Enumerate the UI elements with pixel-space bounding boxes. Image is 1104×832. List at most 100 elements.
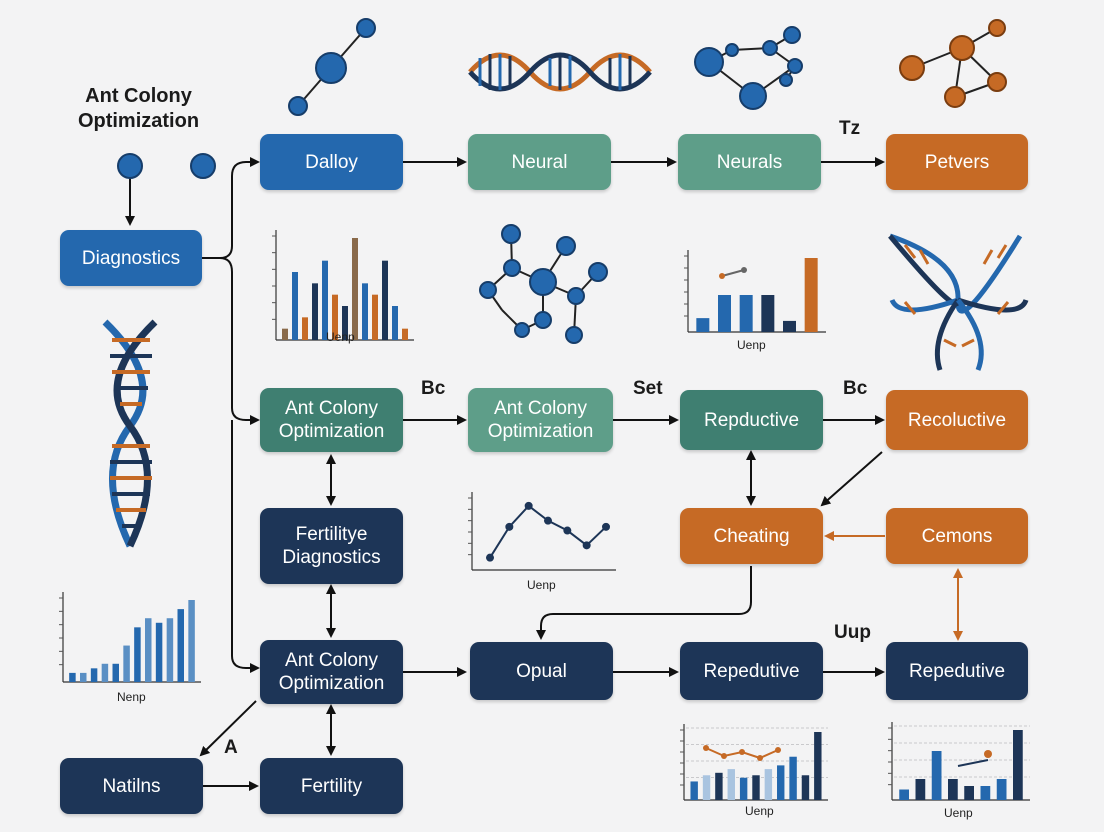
chart0-bar — [352, 238, 358, 340]
chart-upper-left-caption: Uenp — [326, 330, 355, 344]
chart0-bar — [312, 283, 318, 340]
aco-mid-center-node[interactable]: Ant Colony Optimization — [468, 388, 613, 452]
chart1-bar — [783, 320, 796, 332]
chart4-bar — [739, 777, 748, 800]
chart4-bar — [690, 781, 698, 800]
edge-label-bc-right: Bc — [843, 378, 868, 399]
chart4-bar — [752, 775, 760, 800]
chart1-bar — [739, 295, 753, 332]
chart-bottom-right — [888, 722, 1030, 801]
chart5-bar — [980, 786, 991, 800]
chart5-bar — [931, 751, 942, 800]
chart4-bar — [789, 756, 797, 800]
chart4-bar — [702, 775, 711, 800]
chart-middle-line — [468, 492, 616, 571]
recoluctive-node[interactable]: Recoluctive — [886, 390, 1028, 450]
chart4-overlay-point — [757, 755, 763, 761]
chart2-point — [602, 522, 610, 531]
chart0-bar — [282, 328, 288, 340]
chart0-bar — [392, 306, 398, 340]
chart0-bar — [302, 317, 308, 340]
chart3-bar — [166, 618, 174, 682]
chart2-point — [582, 541, 591, 550]
chart3-bar — [155, 622, 163, 682]
chart-lower-left-caption: Nenp — [117, 690, 146, 704]
petvers-node[interactable]: Petvers — [886, 134, 1028, 190]
chart3-bar — [80, 672, 87, 682]
chart5-overlay-line — [957, 759, 989, 767]
chart0-bar — [332, 294, 338, 340]
chart0-bar — [362, 283, 368, 340]
chart4-bar — [814, 732, 822, 800]
neurals-node[interactable]: Neurals — [678, 134, 821, 190]
chart3-bar — [177, 609, 184, 682]
fertility-node[interactable]: Fertility — [260, 758, 403, 814]
chart1-bar — [761, 295, 775, 332]
chart1-overlay-line — [721, 269, 745, 277]
chart2-point — [486, 553, 494, 562]
natilns-node[interactable]: Natilns — [60, 758, 203, 814]
aco-low-node[interactable]: Ant Colony Optimization — [260, 640, 403, 704]
chart2-point — [563, 526, 572, 535]
chart-bottom-center — [680, 724, 828, 801]
chart1-bar — [804, 258, 818, 332]
chart2-point — [505, 522, 514, 531]
chart5-bar — [964, 786, 974, 800]
chart3-bar — [112, 663, 119, 682]
molecule-cluster-icon — [694, 26, 803, 110]
chart3-bar — [69, 672, 76, 682]
chart5-bar — [996, 779, 1007, 800]
chart0-bar — [382, 260, 388, 340]
opual-node[interactable]: Opual — [470, 642, 613, 700]
edge-label-uup: Uup — [834, 622, 871, 643]
chart0-bar — [292, 272, 298, 340]
chart3-bar — [145, 618, 152, 682]
chart3-bar — [134, 627, 141, 682]
repedutive-right-node[interactable]: Repedutive — [886, 642, 1028, 700]
molecule-icon — [288, 18, 376, 116]
chart1-bar — [718, 295, 731, 332]
aco-mid-left-node[interactable]: Ant Colony Optimization — [260, 388, 403, 452]
molecule-node-icon — [117, 153, 216, 179]
chart4-bar — [777, 765, 785, 800]
chart0-bar — [372, 294, 378, 340]
dalloy-node[interactable]: Dalloy — [260, 134, 403, 190]
chart-upper-right-caption: Uenp — [737, 338, 766, 352]
vertical-dna-icon — [102, 319, 158, 548]
chart0-bar — [342, 306, 348, 340]
chart4-bar — [727, 769, 735, 800]
chart4-overlay-point — [775, 747, 781, 753]
chart4-bar — [715, 772, 723, 800]
chart-lower-left — [59, 592, 201, 683]
chart0-bar — [402, 328, 408, 340]
neural-node[interactable]: Neural — [468, 134, 611, 190]
cemons-node[interactable]: Cemons — [886, 508, 1028, 564]
fertility-diagnostics-node[interactable]: Fertilitye Diagnostics — [260, 508, 403, 584]
diagram-title: Ant Colony Optimization — [77, 85, 200, 132]
chart1-bar — [696, 318, 710, 332]
chart4-overlay-point — [721, 753, 727, 759]
diagnostics-node[interactable]: Diagnostics — [60, 230, 202, 286]
chart4-overlay-point — [703, 745, 709, 751]
repedutive-center-node[interactable]: Repedutive — [680, 642, 823, 700]
edge-label-a: A — [224, 737, 238, 758]
dna-icon — [468, 52, 652, 92]
chart5-overlay-point — [984, 750, 992, 758]
chart4-bar — [801, 775, 810, 800]
chart5-bar — [948, 779, 958, 800]
chart-upper-right — [684, 250, 826, 333]
edge-label-set: Set — [633, 378, 663, 399]
cheating-node[interactable]: Cheating — [680, 508, 823, 564]
chart3-bar — [123, 645, 130, 682]
repductive-node[interactable]: Repductive — [680, 390, 823, 450]
branching-dna-icon — [888, 233, 1029, 371]
chart4-bar — [764, 769, 773, 800]
chart-bottom-center-caption: Uenp — [745, 804, 774, 818]
chart1-overlay-point — [741, 267, 747, 273]
chart2-point — [524, 501, 533, 510]
chart2-series-line — [489, 504, 607, 559]
edge-label-tz: Tz — [839, 118, 861, 139]
chart1-overlay-point — [719, 273, 725, 279]
